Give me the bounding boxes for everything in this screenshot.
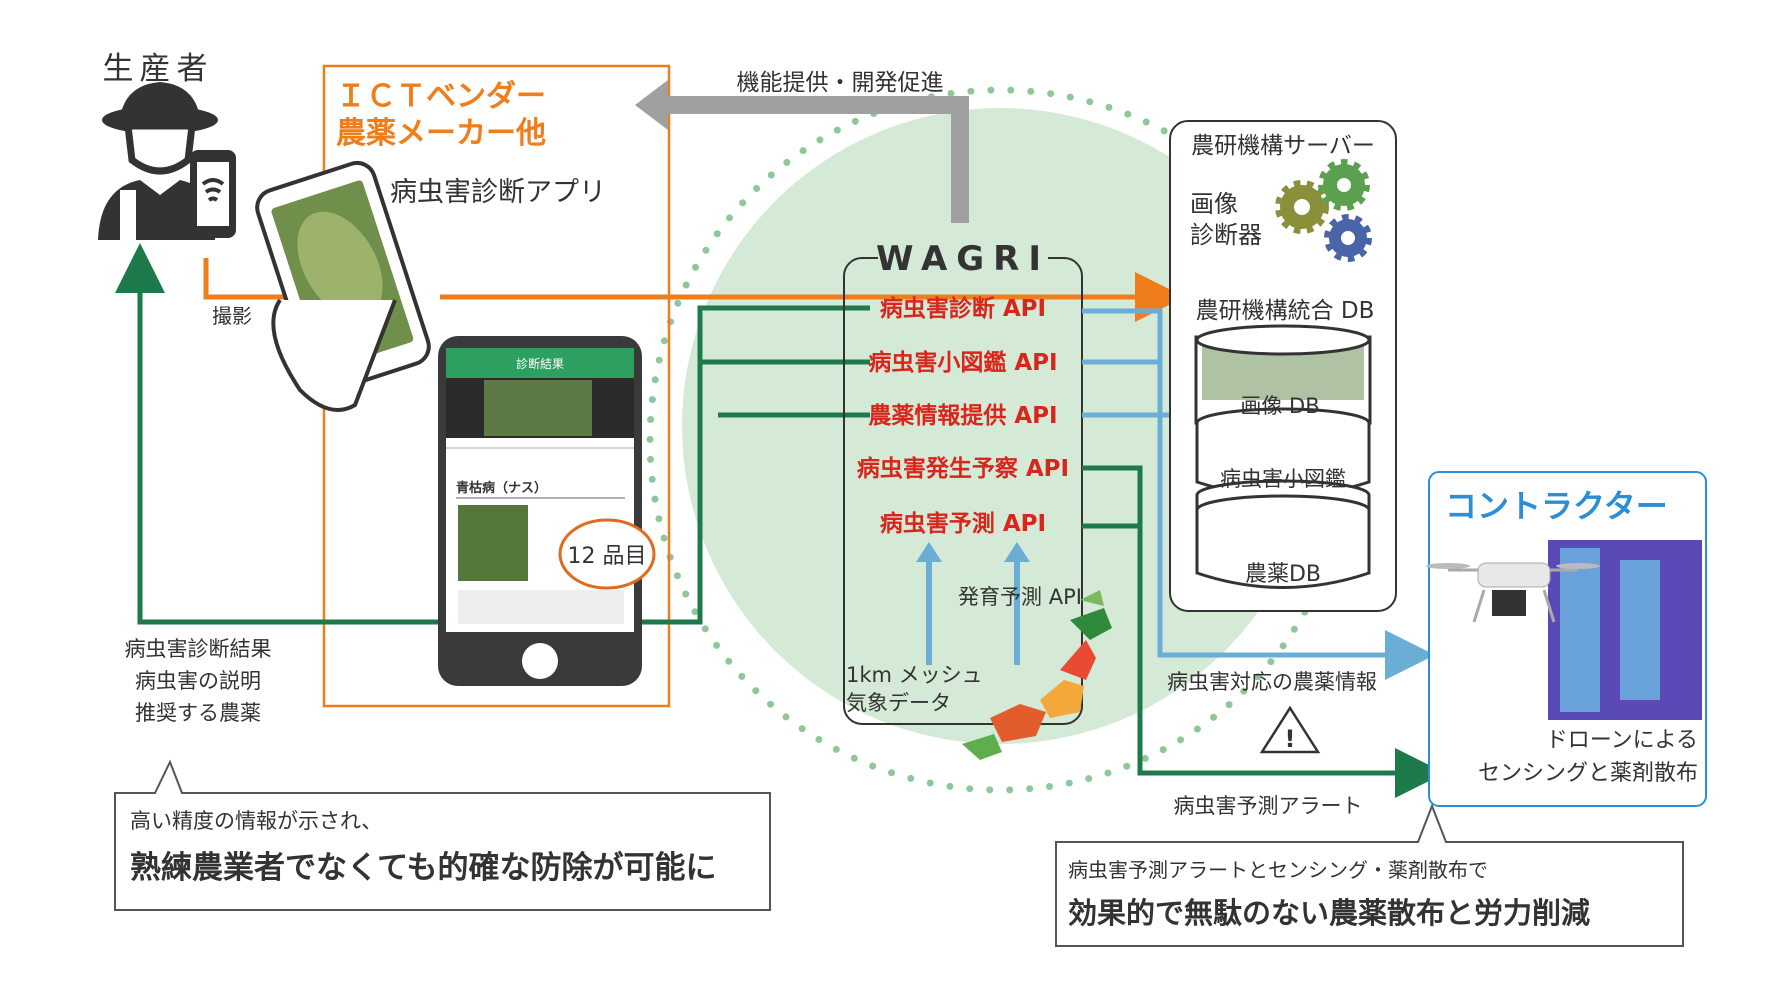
db-title: 農研機構統合 DB (1196, 298, 1375, 324)
contractor-caption-2: センシングと薬剤散布 (1478, 761, 1698, 786)
db-stack (1194, 324, 1372, 589)
warning-icon (1259, 705, 1321, 754)
server-title: 農研機構サーバー (1191, 133, 1375, 159)
result-3: 推奨する農薬 (135, 701, 261, 725)
alert-arrow (1082, 465, 1445, 798)
api-prediction[interactable]: 病虫害予測 API (880, 510, 1046, 537)
alert-label: 病虫害予測アラート (1174, 794, 1363, 818)
svg-text:!: ! (1285, 725, 1296, 753)
db-layer-picture-book: 病虫害小図鑑 (1220, 467, 1346, 491)
growth-api-label: 発育予測 API (958, 585, 1082, 609)
mesh-line2: 気象データ (846, 691, 951, 715)
db-layer-pesticide: 農薬DB (1245, 562, 1321, 587)
items-badge-text: 12 品目 (568, 544, 647, 569)
result-phone: 診断結果 青枯病（ナス） (438, 336, 642, 686)
wagri-title: WAGRI (876, 239, 1050, 279)
result-1: 病虫害診断結果 (125, 637, 272, 661)
image-diag-line2: 診断器 (1190, 221, 1262, 249)
farmer-icon (98, 82, 236, 240)
api-diagnosis[interactable]: 病虫害診断 API (880, 295, 1046, 322)
hand-phone-icon (255, 160, 431, 412)
callout-left-small: 高い精度の情報が示され、 (130, 809, 382, 833)
shoot-label: 撮影 (212, 304, 252, 328)
result-return-arrow (115, 243, 449, 625)
callout-left (114, 759, 771, 911)
screen-title: 診断結果 (516, 356, 564, 371)
api-picture-book[interactable]: 病虫害小図鑑 API (868, 349, 1057, 376)
api-outbreak-forecast[interactable]: 病虫害発生予察 API (857, 455, 1069, 482)
gear-icon (1275, 159, 1372, 262)
callout-right-big: 効果的で無駄のない農薬散布と労力削減 (1068, 896, 1590, 930)
image-diag-line1: 画像 (1190, 190, 1238, 218)
callout-right-small: 病虫害予測アラートとセンシング・薬剤散布で (1068, 858, 1488, 882)
pesticide-info-arrow (1082, 308, 1435, 680)
mesh-line1: 1km メッシュ (846, 663, 983, 687)
dev-arrow (660, 96, 969, 223)
weather-up-arrows (916, 542, 1030, 665)
callout-left-big: 熟練農業者でなくても的確な防除が可能に (130, 850, 717, 886)
result-2: 病虫害の説明 (135, 669, 261, 693)
callout-right (1055, 803, 1684, 947)
dev-arrow-label: 機能提供・開発促進 (737, 70, 944, 96)
shoot-line (203, 258, 294, 300)
pesticide-info-label: 病虫害対応の農薬情報 (1167, 670, 1377, 694)
vendor-line1: ＩＣＴベンダー (336, 79, 546, 114)
drone-icon (1426, 562, 1600, 623)
api-pesticide-info[interactable]: 農薬情報提供 API (868, 402, 1057, 429)
producer-label: 生産者 (103, 51, 214, 87)
app-name: 病虫害診断アプリ (390, 177, 606, 208)
vendor-line2: 農薬メーカー他 (336, 116, 546, 151)
db-layer-image: 画像 DB (1240, 394, 1319, 418)
items-badge (558, 518, 656, 590)
screen-disease: 青枯病（ナス） (456, 480, 547, 496)
contractor-title: コントラクター (1445, 487, 1668, 525)
contractor-caption-1: ドローンによる (1546, 728, 1698, 753)
japan-map (962, 590, 1112, 760)
